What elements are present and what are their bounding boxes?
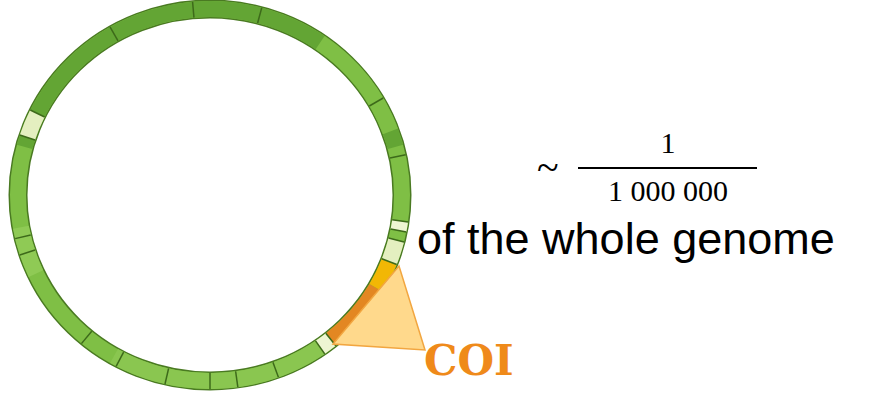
fraction-bar: [578, 167, 757, 169]
gene-boundary: [116, 352, 124, 366]
gene-boundary: [20, 135, 35, 140]
gene-boundary: [110, 27, 118, 41]
gene-boundary: [81, 331, 91, 343]
gene-boundary: [391, 229, 407, 232]
gene-boundary: [390, 155, 406, 158]
genome-segment-pale: [389, 240, 396, 262]
genome-segment-pale: [398, 221, 400, 231]
genome-ring: [18, 9, 402, 381]
gene-boundary: [273, 362, 278, 377]
gene-boundary: [392, 220, 408, 222]
gene-boundary: [369, 98, 383, 106]
gene-boundary: [20, 250, 35, 255]
gene-boundary: [165, 368, 169, 384]
genome-segment: [114, 347, 320, 381]
gene-boundary: [258, 8, 262, 23]
fraction-numerator: 1: [661, 128, 676, 158]
gene-boundary: [15, 235, 31, 239]
genome-segment: [25, 9, 396, 147]
approx-sign: ~: [537, 148, 559, 188]
gene-boundary: [316, 341, 325, 354]
genome-segment-pale: [320, 340, 331, 348]
genome-segment-pale: [27, 113, 37, 137]
gene-boundary: [382, 259, 397, 265]
fraction-denominator: 1 000 000: [608, 176, 728, 206]
gene-boundary: [389, 238, 405, 242]
fraction-caption: of the whole genome: [417, 216, 835, 261]
callout-triangle: [333, 266, 425, 350]
genome-ring-outline: [18, 9, 402, 381]
gene-label: COI: [424, 340, 514, 382]
gene-boundary: [236, 371, 238, 387]
genome-segment: [320, 43, 390, 132]
gene-boundary: [30, 110, 44, 117]
gene-boundary: [193, 2, 194, 18]
gene-boundary: [209, 373, 211, 389]
